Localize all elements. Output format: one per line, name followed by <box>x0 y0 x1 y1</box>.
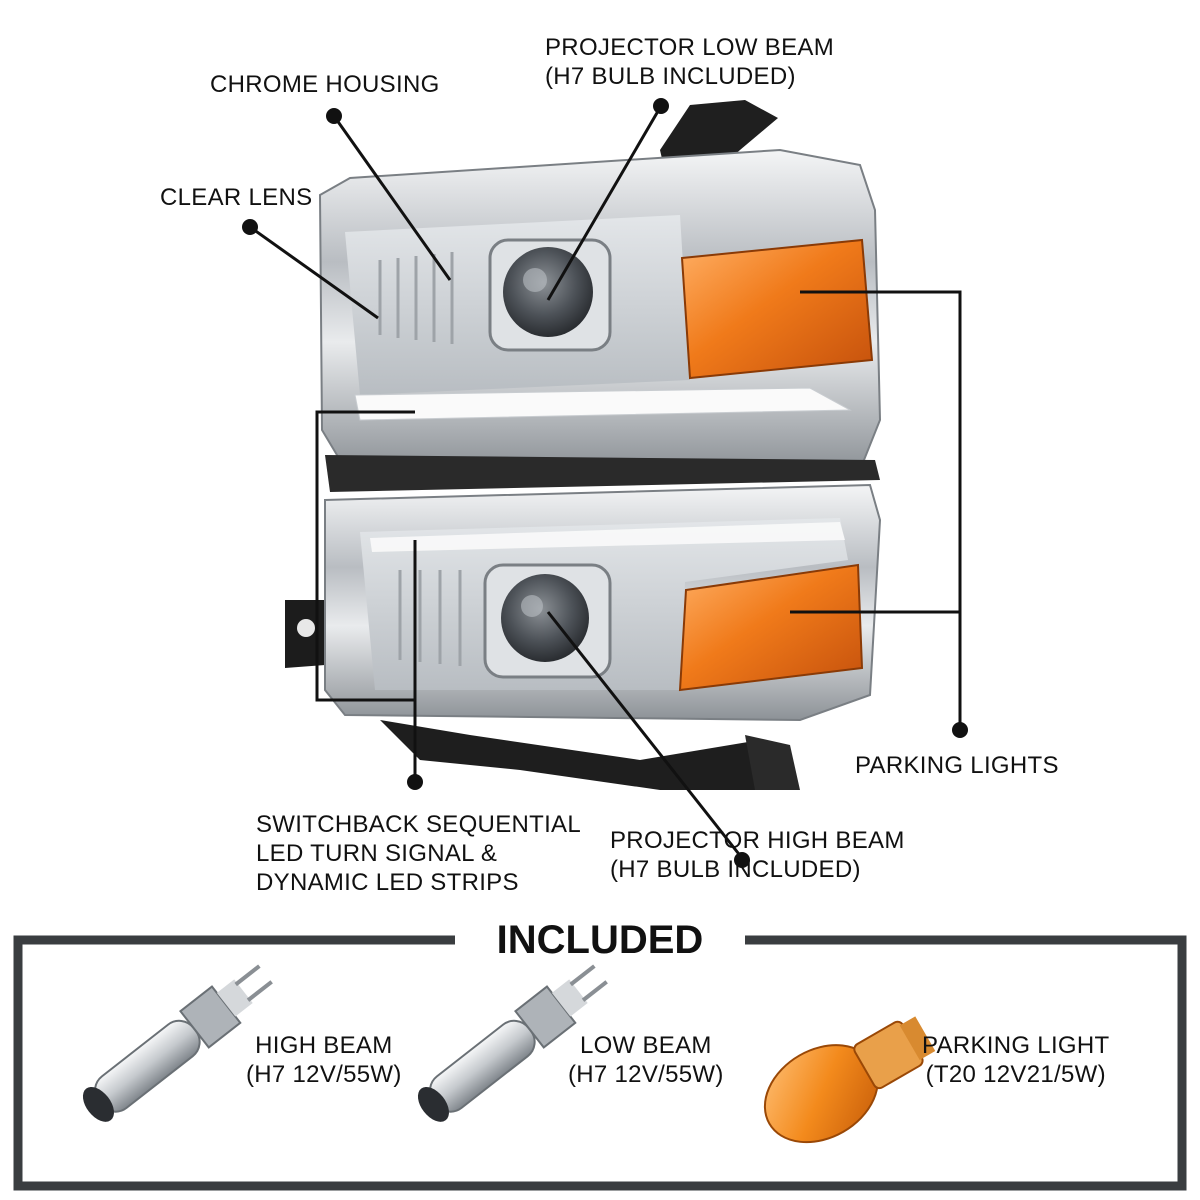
high-beam-projector-lens <box>501 574 589 662</box>
label-chrome-housing: CHROME HOUSING <box>210 71 440 98</box>
lower-amber-parking-light <box>678 563 864 692</box>
label-projector-high-beam-line1: PROJECTOR HIGH BEAM <box>610 827 905 854</box>
included-title: INCLUDED <box>496 918 704 962</box>
callout-line-parking-upper <box>800 290 962 728</box>
callout-line-chrome-housing <box>332 115 452 281</box>
label-projector-low-beam-line2: (H7 BULB INCLUDED) <box>545 63 796 90</box>
label-switchback-line3: DYNAMIC LED STRIPS <box>256 869 519 896</box>
label-parking-lights: PARKING LIGHTS <box>855 752 1059 779</box>
included-item-spec: (T20 12V21/5W) <box>925 1061 1106 1088</box>
low-beam-projector-lens <box>503 247 593 337</box>
lower-reflector-fins <box>398 570 462 666</box>
label-projector-low-beam-line1: PROJECTOR LOW BEAM <box>545 34 834 61</box>
included-item-name: PARKING LIGHT <box>922 1032 1110 1059</box>
callout-line-high-beam <box>546 611 744 859</box>
h7-halogen-bulb-icon <box>82 964 273 1122</box>
lower-housing <box>380 720 790 790</box>
callout-dot-chrome-housing <box>326 108 342 124</box>
upper-amber-parking-light <box>680 238 874 380</box>
included-item-parking-light: PARKING LIGHT (T20 12V21/5W) <box>922 1031 1110 1089</box>
callout-dot-clear-lens <box>242 219 258 235</box>
included-item-name: HIGH BEAM <box>255 1032 393 1059</box>
callout-line-low-beam <box>546 105 663 301</box>
label-projector-high-beam-line2: (H7 BULB INCLUDED) <box>610 856 861 883</box>
t20-amber-bulb-icon <box>763 1016 936 1144</box>
label-switchback-line2: LED TURN SIGNAL & <box>256 840 498 867</box>
label-switchback: SWITCHBACK SEQUENTIAL LED TURN SIGNAL & … <box>256 810 581 897</box>
included-item-high-beam: HIGH BEAM (H7 12V/55W) <box>246 1031 402 1089</box>
label-projector-high-beam: PROJECTOR HIGH BEAM (H7 BULB INCLUDED) <box>610 826 905 884</box>
included-item-low-beam: LOW BEAM (H7 12V/55W) <box>568 1031 724 1089</box>
included-item-spec: (H7 12V/55W) <box>568 1061 724 1088</box>
callout-dots <box>242 98 968 868</box>
callout-dot-switchback <box>407 774 423 790</box>
headlight-assembly <box>285 100 882 790</box>
center-divider <box>325 455 880 492</box>
lower-led-strip <box>370 522 845 552</box>
callout-dot-parking-lights <box>952 722 968 738</box>
mounting-hole <box>297 619 315 637</box>
h7-halogen-bulb-icon <box>417 964 608 1122</box>
label-clear-lens: CLEAR LENS <box>160 184 313 211</box>
callout-line-clear-lens <box>249 225 379 320</box>
included-item-name: LOW BEAM <box>579 1032 712 1059</box>
label-switchback-line1: SWITCHBACK SEQUENTIAL <box>256 811 582 838</box>
included-item-spec: (H7 12V/55W) <box>246 1061 402 1088</box>
reflector-fins <box>378 252 454 344</box>
included-box-frame <box>13 935 1187 1191</box>
mounting-tab-top <box>660 100 778 172</box>
callout-dot-high-beam <box>734 852 750 868</box>
connector <box>745 735 800 790</box>
callout-lines <box>249 105 962 859</box>
callout-dot-low-beam <box>653 98 669 114</box>
callout-bracket-switchback <box>315 410 415 702</box>
label-projector-low-beam: PROJECTOR LOW BEAM (H7 BULB INCLUDED) <box>545 33 834 91</box>
